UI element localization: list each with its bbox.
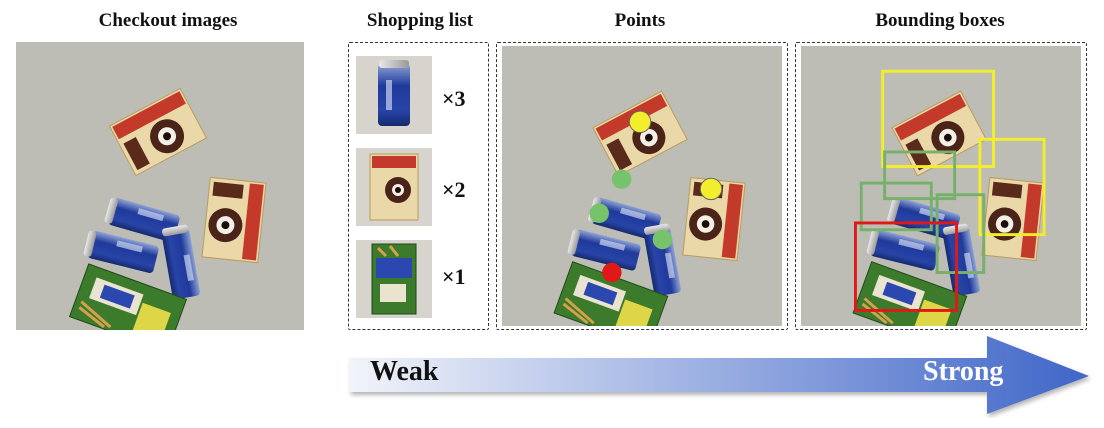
- bounding-boxes-panel: [795, 42, 1087, 330]
- supervision-strength-arrow: [349, 336, 1089, 414]
- checkout-image: [16, 42, 304, 330]
- shopping-item-astick-image: [356, 148, 432, 226]
- shopping-list-box: [348, 42, 489, 330]
- shopping-item-can-image: [356, 56, 432, 134]
- shopping-list-title: Shopping list: [366, 10, 474, 31]
- points-panel: [496, 42, 788, 330]
- shopping-item-can-quantity: ×3: [442, 86, 466, 111]
- weak-label: Weak: [370, 356, 439, 387]
- shopping-item-pretz-quantity: ×1: [442, 264, 466, 289]
- point-astick-1: [628, 110, 652, 134]
- bounding-boxes-image: [801, 46, 1081, 326]
- strong-label: Strong: [923, 356, 1004, 387]
- bbox-astick-1: [881, 69, 995, 169]
- bbox-can-3: [935, 193, 986, 274]
- bbox-astick-2: [978, 137, 1046, 237]
- point-pretz: [602, 262, 622, 283]
- point-can-2: [589, 203, 609, 223]
- point-can-3: [652, 229, 673, 250]
- points-image: [502, 46, 782, 326]
- bbox-can-1: [883, 150, 957, 201]
- bbox-can-2: [859, 181, 933, 232]
- point-can-1: [611, 169, 632, 189]
- shopping-item-astick-quantity: ×2: [442, 177, 466, 202]
- point-astick-2: [699, 177, 723, 201]
- bounding-boxes-title: Bounding boxes: [875, 10, 1005, 31]
- checkout-images-title: Checkout images: [98, 10, 238, 31]
- shopping-item-pretz-image: [356, 240, 432, 318]
- bbox-pretz: [853, 221, 959, 312]
- points-title: Points: [614, 10, 666, 31]
